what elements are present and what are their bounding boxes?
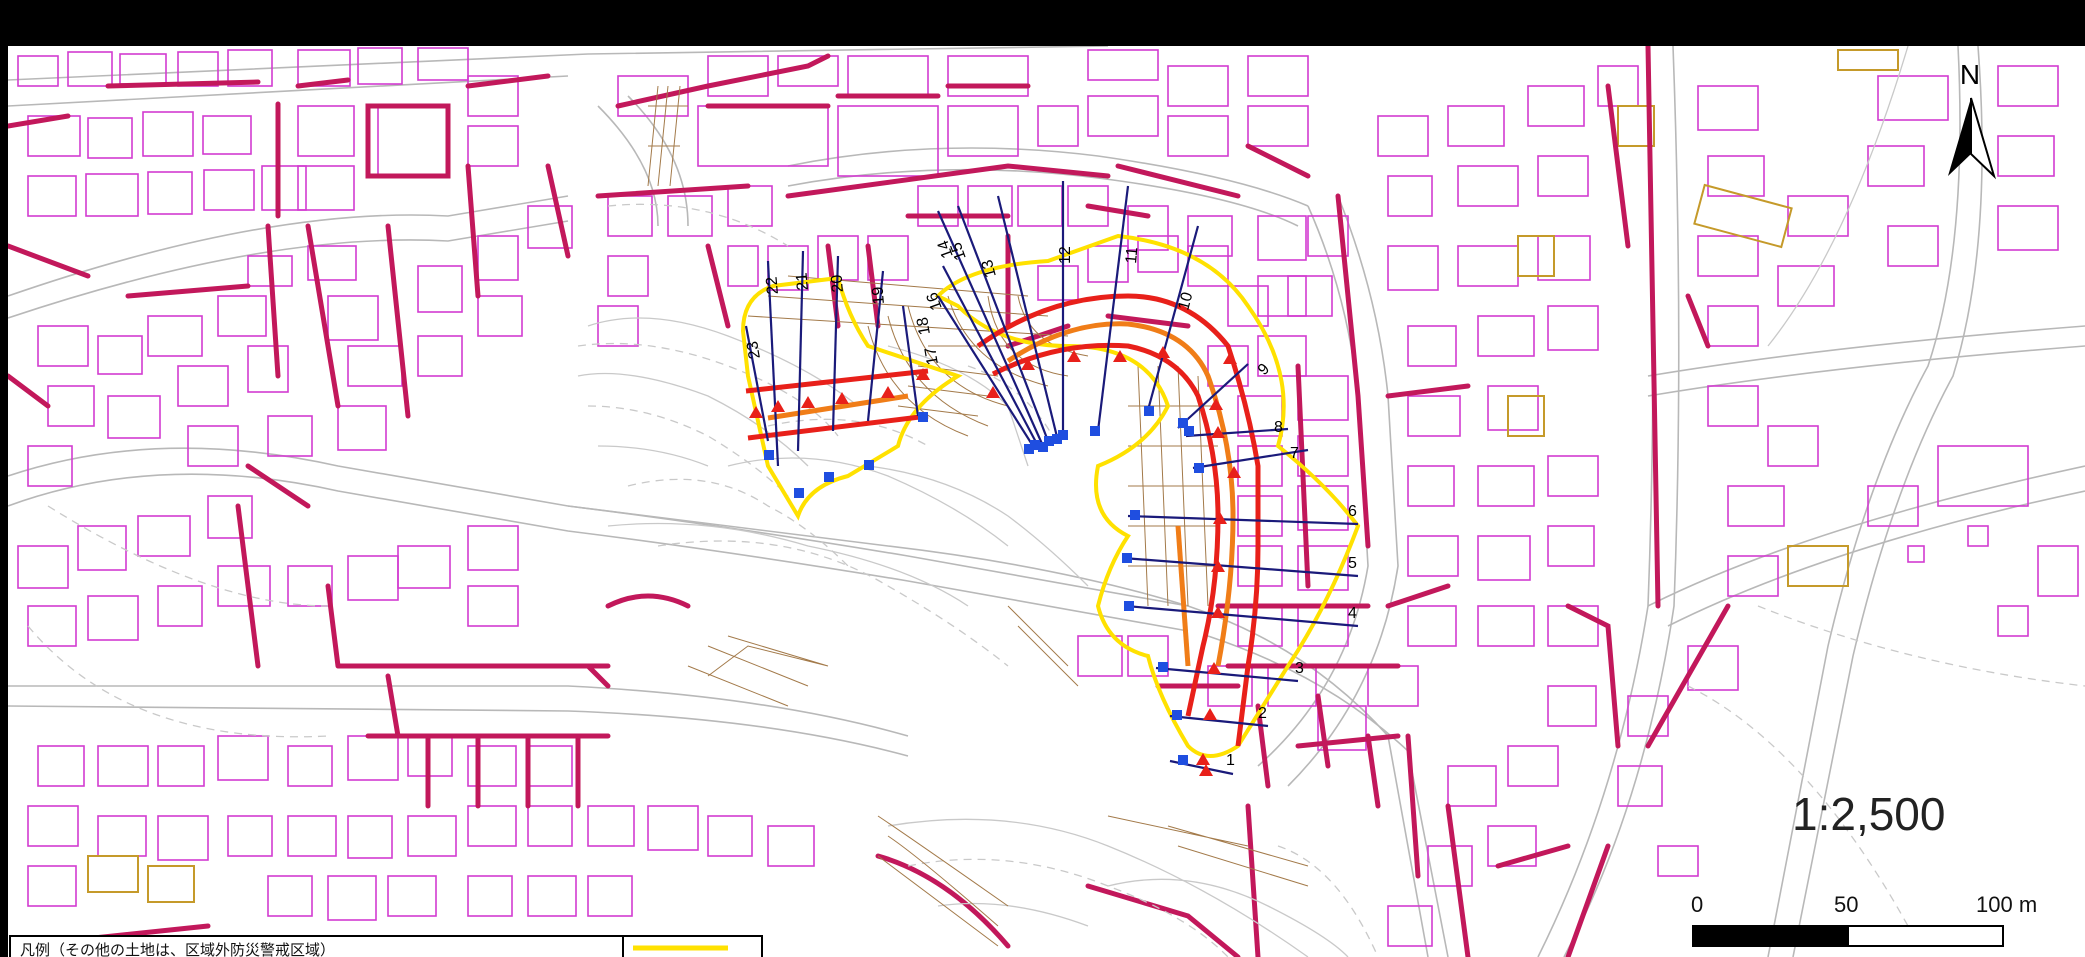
transects	[744, 181, 1359, 776]
transect-label: 19	[869, 286, 887, 305]
map-canvas[interactable]: 1 2 3 4 5 6 7 8 9 10 11 12 13 14 15 16 1…	[8, 46, 2085, 957]
buildings-east	[87, 49, 2079, 947]
transect-label: 20	[828, 274, 846, 293]
transect-label: 7	[1290, 445, 1299, 462]
retaining-walls	[8, 46, 1731, 957]
north-arrow-icon	[1948, 97, 1997, 180]
legend-text: 凡例（その他の土地は、区域外防災警戒区域）	[20, 942, 335, 957]
slope-hatching	[647, 85, 1309, 947]
transect-label: 5	[1348, 555, 1357, 572]
transect-label: 21	[793, 272, 811, 291]
triangle-markers	[749, 346, 1241, 776]
hazard-lines	[745, 293, 1261, 747]
square-markers	[764, 406, 1204, 765]
transect-labels: 1 2 3 4 5 6 7 8 9 10 11 12 13 14 15 16 1…	[744, 238, 1357, 769]
scale-ratio: 1:2,500	[1792, 788, 1945, 840]
transect-label: 8	[1274, 419, 1283, 436]
transect-label: 18	[914, 316, 934, 337]
transect-label: 23	[744, 340, 764, 361]
transect-label: 16	[924, 290, 946, 313]
north-arrow: N	[1948, 59, 1997, 180]
transect-label: 4	[1348, 605, 1357, 622]
transect-label: 3	[1295, 660, 1304, 677]
transect-label: 14	[935, 238, 957, 261]
transect-label: 11	[1123, 246, 1141, 264]
transect-label: 12	[1057, 246, 1074, 264]
scale-tick-label: 0	[1691, 892, 1703, 917]
buildings-west	[17, 47, 815, 921]
scale-tick-label: 50	[1834, 892, 1858, 917]
scale-tick-label: 100 m	[1976, 892, 2037, 917]
transect-label: 1	[1226, 752, 1235, 769]
road-network	[8, 46, 2085, 957]
transect-label: 22	[763, 276, 781, 295]
legend-box: 凡例（その他の土地は、区域外防災警戒区域）	[9, 935, 763, 957]
transect-label: 2	[1258, 705, 1267, 722]
transect-label: 6	[1348, 503, 1357, 520]
north-label: N	[1960, 59, 1980, 90]
transect-label: 10	[1175, 290, 1196, 312]
transect-label: 13	[979, 258, 1000, 280]
transect-label: 17	[922, 346, 942, 367]
scale-bar: 0 50 100 m	[1691, 892, 2037, 947]
transect-label: 15	[948, 240, 970, 263]
